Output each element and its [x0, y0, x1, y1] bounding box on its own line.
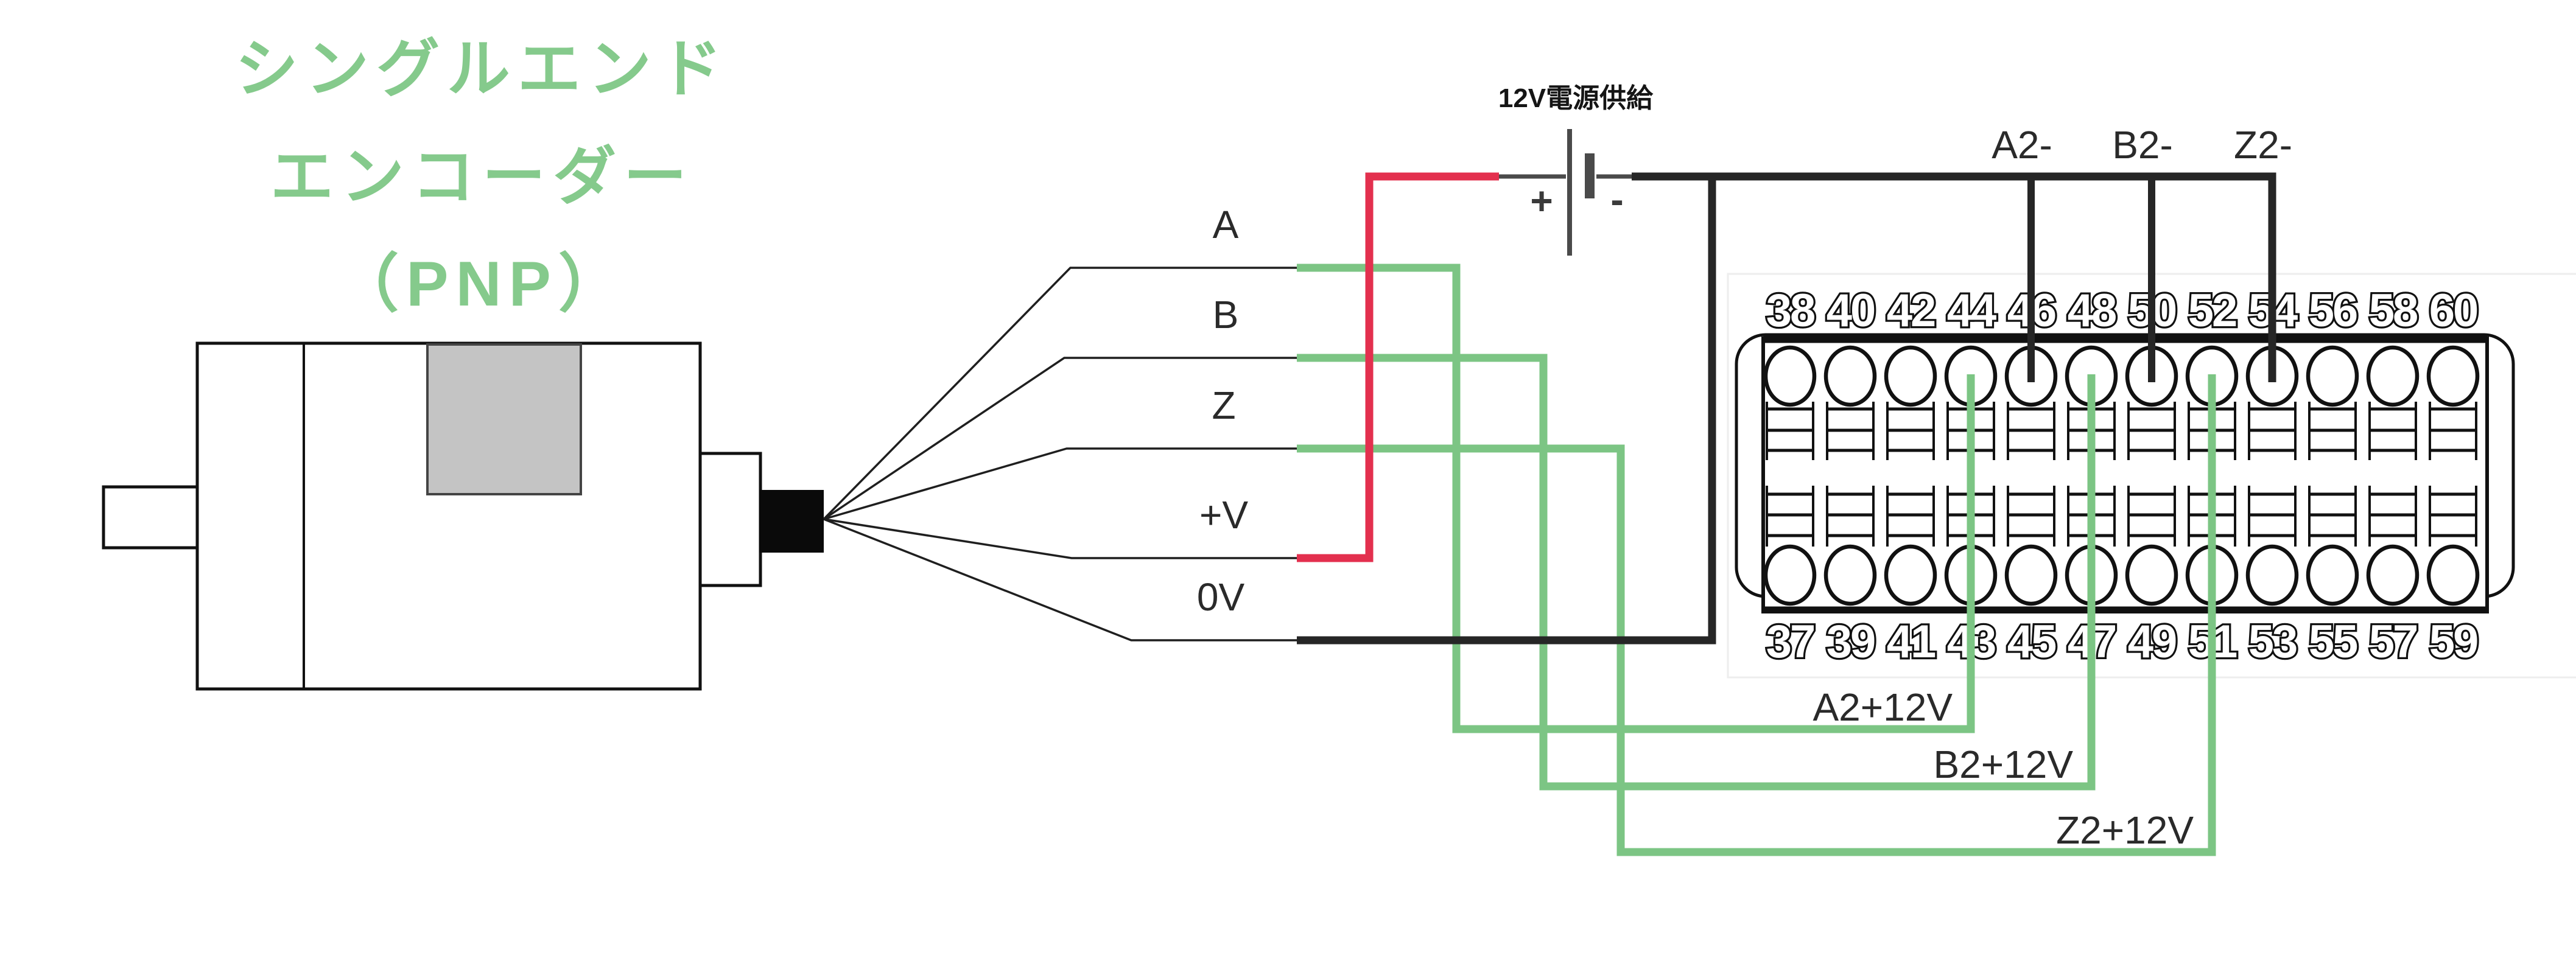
terminal-number: 56 — [2309, 285, 2357, 337]
terminal-number: 49 — [2128, 616, 2176, 668]
terminal-number: 53 — [2248, 616, 2297, 668]
diagram-title: シングルエンド エンコーダー （PNP） — [235, 34, 729, 320]
terminal-number: 59 — [2429, 616, 2477, 668]
label-z2-plus12v: Z2+12V — [2056, 808, 2194, 852]
terminal-number: 37 — [1766, 616, 1814, 668]
terminal-number: 44 — [1947, 285, 1996, 337]
wire-label-plusv: +V — [1199, 493, 1248, 537]
wire-label-0v: 0V — [1197, 575, 1245, 619]
wire-z-lead — [823, 447, 1300, 520]
encoder-wire-labels: A B Z +V 0V — [1197, 203, 1248, 619]
terminal-number: 45 — [2007, 616, 2056, 668]
motor-shaft — [102, 485, 199, 550]
terminal-number: 55 — [2309, 616, 2357, 668]
encoder-wire-fanout — [823, 267, 1300, 641]
title-line-3: （PNP） — [335, 249, 629, 320]
label-a2-minus: A2- — [1992, 123, 2052, 167]
terminal-number: 60 — [2429, 285, 2477, 337]
connection-labels: A2- B2- Z2- A2+12V B2+12V Z2+12V — [1813, 123, 2292, 852]
power-supply-label: 12V電源供給 — [1498, 83, 1654, 113]
terminal-number: 38 — [1766, 285, 1814, 337]
terminal-number: 58 — [2369, 285, 2417, 337]
terminal-number: 42 — [1887, 285, 1935, 337]
label-b2-plus12v: B2+12V — [1933, 743, 2073, 786]
battery-minus-sign: - — [1610, 178, 1623, 222]
wire-b-lead — [823, 357, 1300, 520]
battery-plate-negative — [1585, 153, 1595, 198]
motor-flange — [698, 452, 762, 587]
power-supply: 12V電源供給 + - — [1498, 83, 1654, 256]
hookup-wires — [1297, 172, 2276, 856]
wire-label-z: Z — [1212, 383, 1235, 427]
cable-connector — [759, 490, 824, 553]
wire-z-green — [1297, 374, 2216, 856]
label-b2-minus: B2- — [2112, 123, 2173, 167]
terminal-number: 40 — [1827, 285, 1875, 337]
wire-label-a: A — [1213, 203, 1239, 246]
terminal-number: 39 — [1827, 616, 1875, 668]
wire-a-green — [1297, 264, 1975, 733]
wire-a-lead — [823, 267, 1300, 520]
wire-b-green — [1297, 354, 2096, 791]
negative-bus-black — [1632, 172, 2276, 382]
title-line-2: エンコーダー — [270, 142, 694, 212]
wire-plusv-lead — [823, 518, 1300, 559]
wire-label-b: B — [1213, 293, 1239, 337]
label-a2-plus12v: A2+12V — [1813, 685, 1953, 729]
battery-plus-sign: + — [1530, 179, 1553, 223]
terminal-number: 41 — [1887, 616, 1936, 668]
title-line-1: シングルエンド — [235, 34, 729, 105]
encoder-motor-drawing — [102, 341, 824, 691]
wire-0v-black — [1297, 176, 1716, 645]
terminal-number: 57 — [2369, 616, 2417, 668]
terminal-number: 52 — [2188, 285, 2236, 337]
terminal-number: 48 — [2068, 285, 2116, 337]
motor-gray-block — [426, 343, 582, 495]
wire-plusv-red — [1297, 172, 1499, 562]
wire-0v-lead — [823, 518, 1300, 641]
label-z2-minus: Z2- — [2234, 123, 2292, 167]
